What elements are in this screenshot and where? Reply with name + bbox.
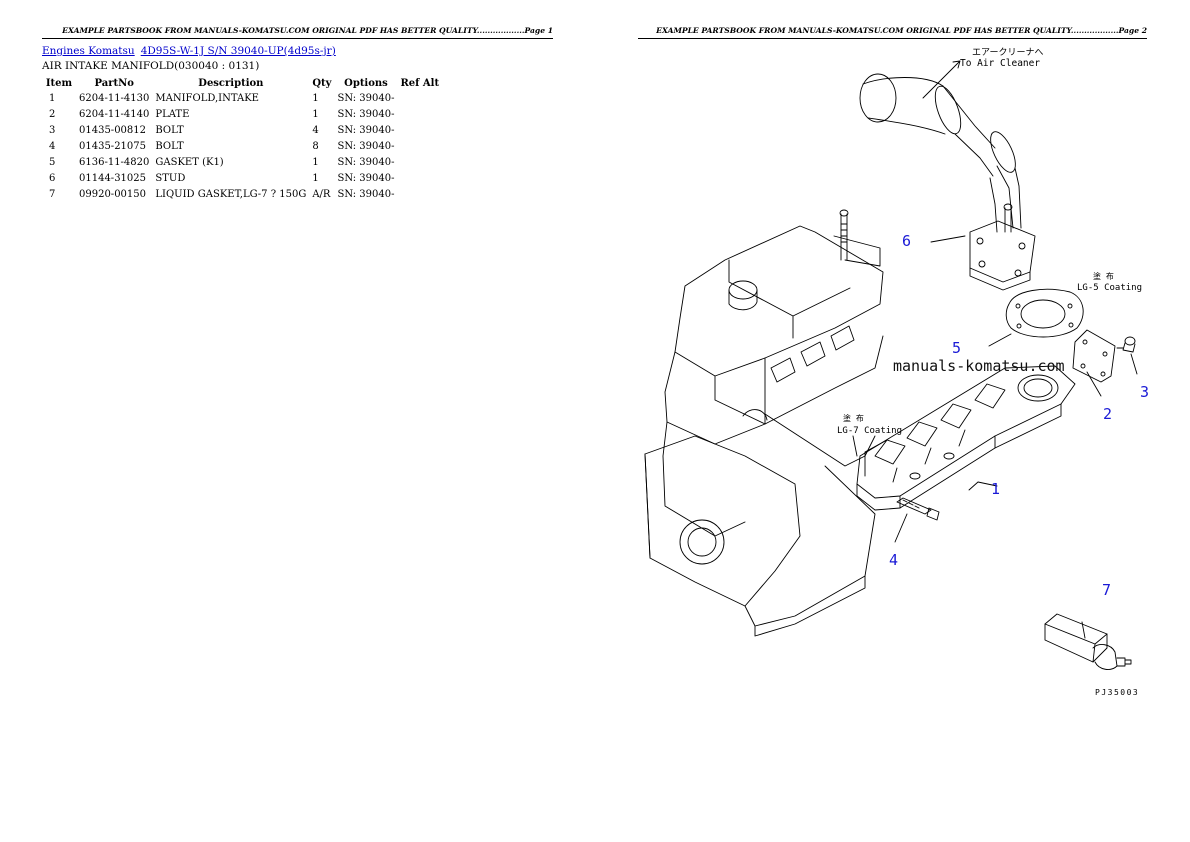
column-header-qty: Qty [312,77,332,89]
lg5-coating-label: LG-5 Coating [1077,283,1142,293]
cell-partno: 01144-31025 [79,173,147,184]
coating-jp-label-lower: 塗 布 [843,413,864,423]
cell-description: BOLT [155,141,184,152]
cell-qty: A/R [312,189,331,200]
cell-options: SN: 39040- [337,125,395,136]
parts-table: Item PartNo Description Qty Options Ref … [42,75,442,204]
callout-1: 1 [991,480,1000,498]
table-row: 2 6204-11-4140 PLATE 1 SN: 39040- [42,108,442,124]
cell-item: 4 [49,141,56,152]
cell-partno: 01435-00812 [79,125,147,136]
breadcrumb-link-engines[interactable]: Engines Komatsu [42,45,135,57]
cell-ref-alt [397,188,442,204]
intake-elbow-pipe [859,73,1036,291]
callout-6: 6 [902,232,911,250]
column-header-options: Options [344,77,388,89]
section-title: AIR INTAKE MANIFOLD(030040 : 0131) [42,60,260,72]
page-2: EXAMPLE PARTSBOOK FROM MANUALS-KOMATSU.C… [595,0,1190,842]
cell-qty: 1 [312,109,319,120]
cell-qty: 1 [312,157,319,168]
callout-3: 3 [1140,383,1149,401]
column-header-item: Item [45,77,73,89]
cell-ref-alt [397,172,442,188]
cell-description: MANIFOLD,INTAKE [155,93,259,104]
cell-description: STUD [155,173,186,184]
cell-description: LIQUID GASKET,LG-7 ? 150G [155,189,307,200]
callout-5: 5 [952,339,961,357]
cell-qty: 4 [312,125,319,136]
arrow-to-air-cleaner [922,60,961,99]
table-row: 7 09920-00150 LIQUID GASKET,LG-7 ? 150G … [42,188,442,204]
cell-description: GASKET (K1) [155,157,224,168]
cell-partno: 6136-11-4820 [79,157,150,168]
cell-options: SN: 39040- [337,189,395,200]
cell-qty: 1 [312,173,319,184]
table-row: 1 6204-11-4130 MANIFOLD,INTAKE 1 SN: 390… [42,92,442,108]
table-row: 6 01144-31025 STUD 1 SN: 39040- [42,172,442,188]
cell-partno: 01435-21075 [79,141,147,152]
air-cleaner-label: To Air Cleaner [960,58,1040,69]
cell-item: 7 [49,189,56,200]
breadcrumb: Engines Komatsu 4D95S-W-1J S/N 39040-UP(4… [42,45,336,57]
cell-item: 1 [49,93,56,104]
table-header-row: Item PartNo Description Qty Options Ref … [42,75,442,92]
cell-description: BOLT [155,125,184,136]
coating-jp-label-top: 塗 布 [1093,271,1114,281]
cell-ref-alt [397,124,442,140]
callout-leader-lines [894,235,1138,639]
column-header-description: Description [198,77,264,89]
cell-partno: 6204-11-4140 [79,109,150,120]
air-cleaner-jp-label: エアークリーナへ [972,47,1043,58]
gasket-part-5 [1005,288,1084,338]
column-header-partno: PartNo [94,77,134,89]
cell-ref-alt [397,140,442,156]
cell-options: SN: 39040- [337,93,395,104]
cell-options: SN: 39040- [337,173,395,184]
cell-ref-alt [397,108,442,124]
intake-manifold-part-1 [856,365,1076,511]
plate-part-2 [1072,329,1116,383]
breadcrumb-link-model[interactable]: 4D95S-W-1J S/N 39040-UP(4d95s-jr) [140,45,336,57]
cell-qty: 8 [312,141,319,152]
page-header: EXAMPLE PARTSBOOK FROM MANUALS-KOMATSU.C… [42,26,553,39]
cell-description: PLATE [155,109,190,120]
exploded-parts-diagram: エアークリーナへ To Air Cleaner [625,36,1185,706]
cell-options: SN: 39040- [337,141,395,152]
column-header-ref-alt: Ref Alt [400,77,440,89]
bolt-part-3 [1116,336,1136,353]
watermark-text: manuals-komatsu.com [893,357,1065,375]
cell-partno: 09920-00150 [79,189,147,200]
cell-item: 3 [49,125,56,136]
cell-qty: 1 [312,93,319,104]
cell-item: 2 [49,109,56,120]
stud-part-6 [833,209,881,267]
page-1: EXAMPLE PARTSBOOK FROM MANUALS-KOMATSU.C… [42,26,553,204]
cell-ref-alt [397,92,442,108]
table-row: 5 6136-11-4820 GASKET (K1) 1 SN: 39040- [42,156,442,172]
cell-partno: 6204-11-4130 [79,93,150,104]
cell-item: 6 [49,173,56,184]
table-row: 4 01435-21075 BOLT 8 SN: 39040- [42,140,442,156]
cell-ref-alt [397,156,442,172]
cell-options: SN: 39040- [337,157,395,168]
figure-code: PJ35003 [1095,688,1139,697]
callout-4: 4 [889,551,898,569]
lg7-coating-label: LG-7 Coating [837,426,902,436]
liquid-gasket-tube-part-7 [1044,613,1132,670]
table-row: 3 01435-00812 BOLT 4 SN: 39040- [42,124,442,140]
cell-options: SN: 39040- [337,109,395,120]
callout-2: 2 [1103,405,1112,423]
engine-block [644,225,884,637]
page-header: EXAMPLE PARTSBOOK FROM MANUALS-KOMATSU.C… [638,26,1147,39]
bolt-part-4 [896,497,940,521]
lg7-leader-line [852,435,858,457]
callout-7: 7 [1102,581,1111,599]
cell-item: 5 [49,157,56,168]
